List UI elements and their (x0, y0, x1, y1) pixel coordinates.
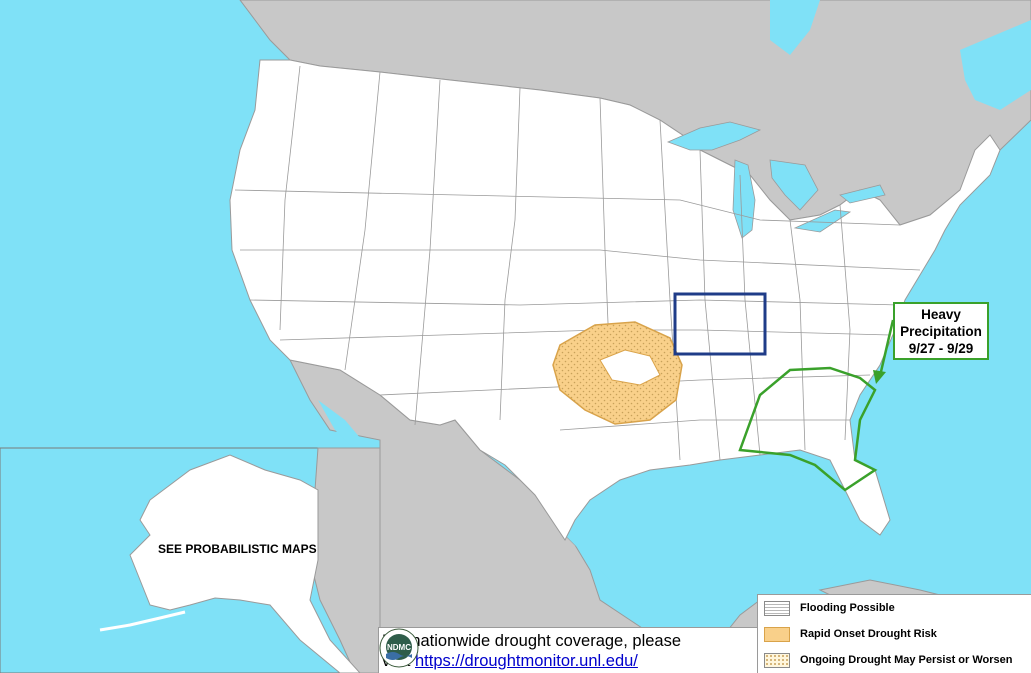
drought-monitor-link[interactable]: https://droughtmonitor.unl.edu/ (415, 652, 638, 670)
lake-ontario (839, 184, 886, 204)
map-legend: Flooding Possible Rapid Onset Drought Ri… (757, 594, 1031, 673)
heavy-precipitation-callout: Heavy Precipitation 9/27 - 9/29 (893, 302, 989, 360)
gulf-of-st-lawrence (960, 20, 1031, 110)
aleutian-chain (99, 610, 186, 632)
flooding-swatch (764, 600, 790, 616)
ongoing-drought-hole (599, 349, 661, 386)
legend-label-ongoing: Ongoing Drought May Persist or Worsen (800, 654, 1013, 666)
lake-erie (793, 209, 852, 233)
heavy-precipitation-arrowhead (873, 370, 886, 384)
heavy-precipitation-area (738, 366, 878, 492)
heavy-precipitation-arrow (878, 319, 895, 377)
flooding-possible-box (673, 292, 767, 356)
footer-line-1: For nationwide drought coverage, please (382, 632, 682, 650)
callout-line-3: 9/27 - 9/29 (908, 341, 974, 356)
rapid-onset-swatch (764, 626, 790, 642)
state-borders (234, 65, 921, 461)
drought-coverage-note: For nationwide drought coverage, please … (378, 627, 758, 673)
hudson-bay (770, 0, 820, 55)
alaska-note-label: SEE PROBABILISTIC MAPS (158, 542, 317, 556)
legend-item-flooding: Flooding Possible (764, 599, 895, 617)
callout-line-1: Heavy (921, 307, 961, 322)
lake-superior (666, 121, 762, 151)
gulf-of-mexico (560, 470, 860, 625)
legend-item-rapid-onset: Rapid Onset Drought Risk (764, 625, 937, 643)
legend-item-ongoing: Ongoing Drought May Persist or Worsen (764, 651, 1012, 669)
legend-label-flooding: Flooding Possible (800, 602, 895, 614)
ndmc-logo-text: NDMC (387, 643, 411, 652)
callout-line-2: Precipitation (900, 324, 982, 339)
alaska-landmass (129, 454, 361, 673)
footer-line-2: visit https://droughtmonitor.unl.edu/ (382, 651, 758, 671)
lake-huron (769, 159, 819, 211)
ndmc-logo: NDMC (379, 628, 419, 668)
ongoing-swatch (764, 652, 790, 668)
legend-label-rapid-onset: Rapid Onset Drought Risk (800, 628, 937, 640)
lake-michigan (732, 159, 756, 239)
